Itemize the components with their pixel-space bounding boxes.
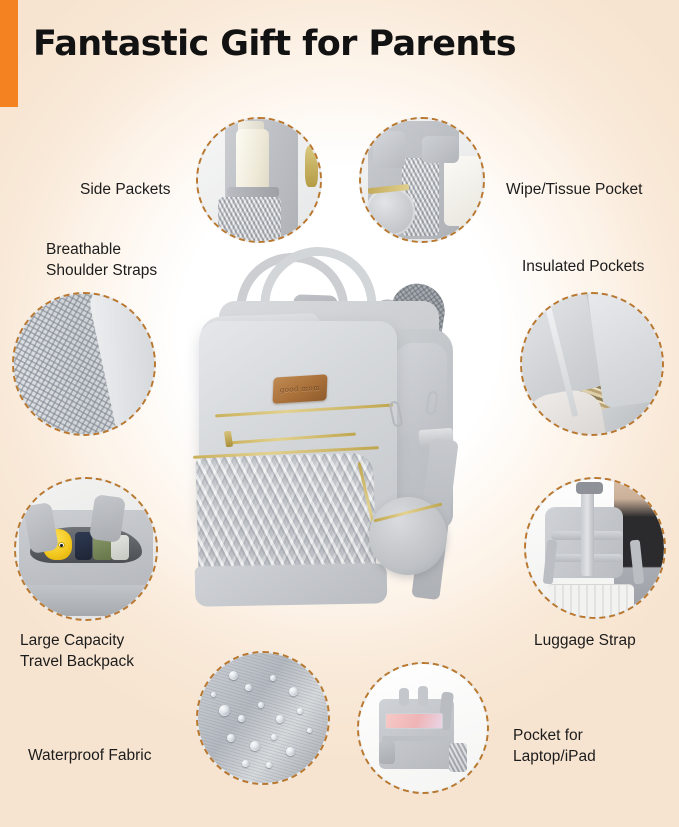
bag-bottom-panel <box>194 563 388 607</box>
feature-label-wipe-tissue-pocket: Wipe/Tissue Pocket <box>506 181 643 198</box>
feature-image-waterproof-fabric <box>196 651 330 785</box>
feature-image-breathable-shoulder-straps <box>12 292 156 436</box>
main-product-image: good mom <box>183 243 503 623</box>
feature-image-luggage-strap <box>524 477 666 619</box>
feature-label-insulated-pockets: Insulated Pockets <box>522 258 645 275</box>
feature-image-pocket-for-laptop-ipad <box>357 662 489 794</box>
bag-side-pocket <box>395 343 447 435</box>
feature-label-large-capacity-travel-backpack: Large Capacity Travel Backpack <box>20 632 134 670</box>
feature-label-side-packets: Side Packets <box>80 181 171 198</box>
page-title: Fantastic Gift for Parents <box>33 24 517 64</box>
orange-accent-bar <box>0 0 18 107</box>
feature-image-side-packets <box>196 117 322 243</box>
feature-label-pocket-for-laptop-ipad: Pocket for Laptop/iPad <box>513 727 596 765</box>
bag-leather-logo-patch: good mom <box>272 374 328 404</box>
feature-image-wipe-tissue-pocket <box>359 117 485 243</box>
feature-image-insulated-pockets <box>520 292 664 436</box>
feature-label-waterproof-fabric: Waterproof Fabric <box>28 747 152 764</box>
bag-pacifier-pouch <box>369 497 447 575</box>
feature-label-breathable-shoulder-straps: Breathable Shoulder Straps <box>46 241 158 279</box>
brand-patch-text: good mom <box>279 383 321 395</box>
feature-label-luggage-strap: Luggage Strap <box>534 632 636 649</box>
feature-image-large-capacity-travel-backpack <box>14 477 158 621</box>
